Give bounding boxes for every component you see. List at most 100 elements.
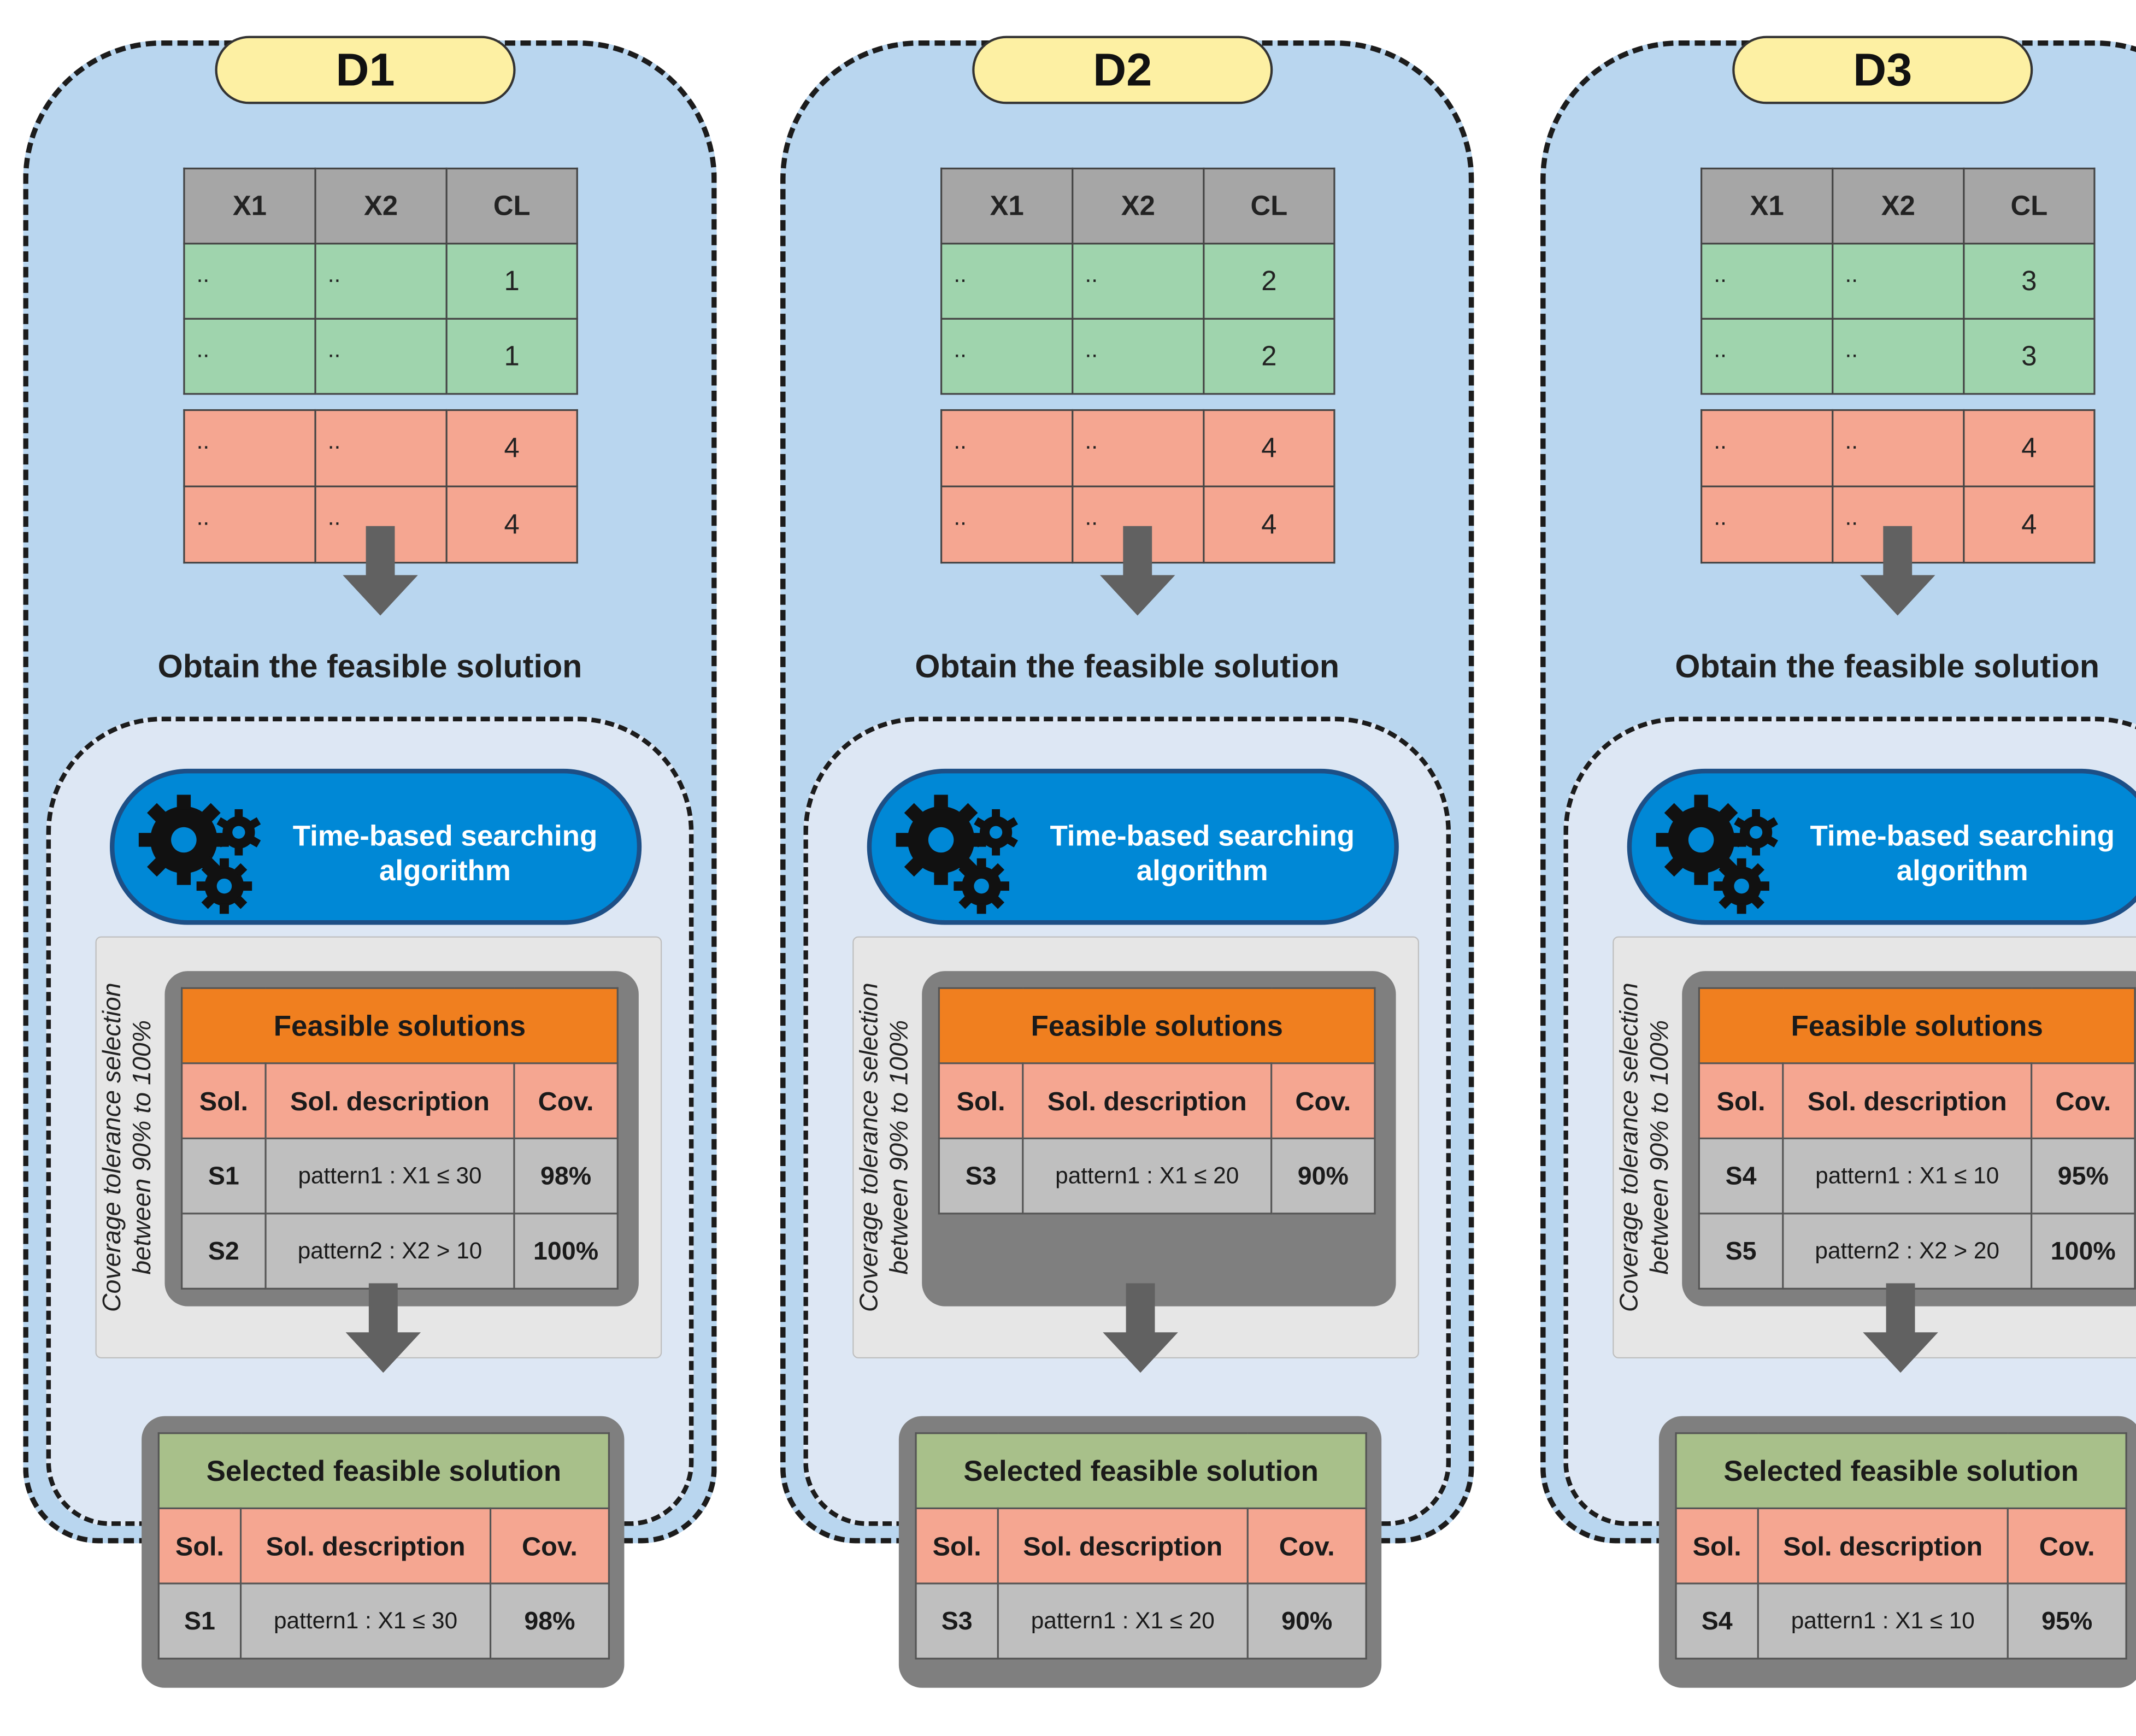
algorithm-badge: Time-based searching algorithm	[1627, 768, 2136, 925]
panel-title: D1	[215, 36, 516, 104]
table-cell: ..	[940, 409, 1074, 487]
data-table-bottom: .. .. 4 .. .. 4	[940, 409, 1335, 564]
coverage-label: Coverage tolerance selection between 90%…	[855, 982, 914, 1313]
column-header-x2: X2	[1832, 167, 1965, 245]
panel-d1: D1 X1 X2 CL .. .. 1 .. .. 1 .. ..	[23, 36, 717, 1688]
table-cell: ..	[1072, 317, 1205, 395]
data-table-top: X1 X2 CL .. .. 1 .. .. 1	[183, 167, 578, 395]
solution-coverage: 90%	[1246, 1582, 1367, 1660]
table-row: .. .. 4	[1700, 409, 2096, 487]
table-row: S2 pattern2 : X2 > 10 100%	[181, 1213, 619, 1290]
table-row: .. .. 4	[940, 409, 1335, 487]
down-arrow-icon	[1863, 1283, 1938, 1373]
solution-description: pattern1 : X1 ≤ 30	[264, 1137, 515, 1215]
coverage-label: Coverage tolerance selection between 90%…	[97, 982, 156, 1313]
column-header-description: Sol. description	[239, 1507, 492, 1585]
panel-title: D2	[972, 36, 1273, 104]
column-header-description: Sol. description	[1022, 1062, 1273, 1139]
table-cell: ..	[1700, 243, 1834, 320]
panel-d3: D3 X1 X2 CL .. .. 3 .. .. 3 .. ..	[1540, 36, 2136, 1688]
column-header-description: Sol. description	[264, 1062, 515, 1139]
solution-id: S3	[915, 1582, 999, 1660]
solution-id: S1	[157, 1582, 242, 1660]
down-arrow-icon	[1099, 526, 1175, 616]
down-arrow-icon	[343, 526, 418, 616]
selected-solution-title: Selected feasible solution	[1675, 1432, 2127, 1509]
solution-coverage: 98%	[489, 1582, 610, 1660]
table-row: S1 pattern1 : X1 ≤ 30 98%	[157, 1582, 610, 1660]
solution-description: pattern1 : X1 ≤ 10	[1782, 1137, 2033, 1215]
column-header-cov: Cov.	[2031, 1062, 2136, 1139]
class-label-cell: 3	[1963, 317, 2096, 395]
class-label-cell: 4	[1203, 485, 1335, 564]
table-cell: ..	[940, 485, 1074, 564]
solution-id: S2	[181, 1213, 267, 1290]
table-row: S3 pattern1 : X1 ≤ 20 90%	[938, 1137, 1376, 1215]
solution-id: S1	[181, 1137, 267, 1215]
class-label-cell: 2	[1203, 243, 1335, 320]
feasible-solutions-title: Feasible solutions	[181, 987, 619, 1064]
class-label-cell: 3	[1963, 243, 2096, 320]
column-header-cov: Cov.	[513, 1062, 619, 1139]
column-header-x1: X1	[183, 167, 316, 245]
feasible-solutions-table: Feasible solutions Sol. Sol. description…	[181, 987, 619, 1290]
table-row: S5 pattern2 : X2 > 20 100%	[1698, 1213, 2136, 1290]
solution-coverage: 100%	[513, 1213, 619, 1290]
step-caption: Obtain the feasible solution	[915, 648, 1340, 685]
feasible-solutions-table: Feasible solutions Sol. Sol. description…	[1698, 987, 2136, 1290]
solution-coverage: 98%	[513, 1137, 619, 1215]
data-table-bottom: .. .. 4 .. .. 4	[183, 409, 578, 564]
column-header-cov: Cov.	[2006, 1507, 2127, 1585]
solution-description: pattern2 : X2 > 20	[1782, 1213, 2033, 1290]
feasible-solutions-box: Feasible solutions Sol. Sol. description…	[164, 971, 639, 1307]
panel-title: D3	[1732, 36, 2033, 104]
table-row: .. .. 4	[183, 409, 578, 487]
table-cell: ..	[940, 317, 1074, 395]
table-cell: ..	[183, 409, 316, 487]
selected-solution-table: Selected feasible solution Sol. Sol. des…	[915, 1432, 1367, 1660]
data-table-top: X1 X2 CL .. .. 3 .. .. 3	[1700, 167, 2096, 395]
solution-id: S5	[1698, 1213, 1784, 1290]
table-cell: ..	[183, 485, 316, 564]
column-header-cov: Cov.	[1246, 1507, 1367, 1585]
data-table-bottom: .. .. 4 .. .. 4	[1700, 409, 2096, 564]
table-row: S4 pattern1 : X1 ≤ 10 95%	[1698, 1137, 2136, 1215]
table-row: .. .. 1	[183, 243, 578, 320]
feasible-solutions-title: Feasible solutions	[1698, 987, 2136, 1064]
solution-description: pattern1 : X1 ≤ 20	[1022, 1137, 1273, 1215]
solution-coverage: 100%	[2031, 1213, 2136, 1290]
step-caption: Obtain the feasible solution	[157, 648, 582, 685]
column-header-description: Sol. description	[1757, 1507, 2009, 1585]
panel-d2: D2 X1 X2 CL .. .. 2 .. .. 2 .. ..	[780, 36, 1474, 1688]
solution-description: pattern2 : X2 > 10	[264, 1213, 515, 1290]
column-header-sol: Sol.	[157, 1507, 242, 1585]
class-label-cell: 4	[1963, 485, 2096, 564]
gears-icon	[1656, 795, 1778, 914]
table-cell: ..	[314, 243, 448, 320]
class-label-cell: 4	[1963, 409, 2096, 487]
table-row: S1 pattern1 : X1 ≤ 30 98%	[181, 1137, 619, 1215]
table-row: .. .. 1	[183, 317, 578, 395]
column-header-cl: CL	[445, 167, 578, 245]
selected-solution-box: Selected feasible solution Sol. Sol. des…	[898, 1416, 1382, 1688]
algorithm-badge: Time-based searching algorithm	[109, 768, 642, 925]
algorithm-badge: Time-based searching algorithm	[867, 768, 1399, 925]
solution-description: pattern1 : X1 ≤ 20	[997, 1582, 1249, 1660]
algorithm-label: Time-based searching algorithm	[1050, 819, 1355, 887]
table-row: .. .. 2	[940, 243, 1335, 320]
table-row: .. .. 4	[1700, 485, 2096, 564]
table-cell: ..	[314, 409, 448, 487]
gears-icon	[138, 795, 261, 914]
column-header-x2: X2	[1072, 167, 1205, 245]
table-cell: ..	[1072, 409, 1205, 487]
column-header-cl: CL	[1963, 167, 2096, 245]
selected-solution-box: Selected feasible solution Sol. Sol. des…	[1658, 1416, 2136, 1688]
down-arrow-icon	[345, 1283, 421, 1373]
solution-description: pattern1 : X1 ≤ 30	[239, 1582, 492, 1660]
algorithm-label: Time-based searching algorithm	[1810, 819, 2115, 887]
table-cell: ..	[1700, 317, 1834, 395]
column-header-cl: CL	[1203, 167, 1335, 245]
class-label-cell: 4	[445, 409, 578, 487]
coverage-label: Coverage tolerance selection between 90%…	[1615, 982, 1674, 1313]
